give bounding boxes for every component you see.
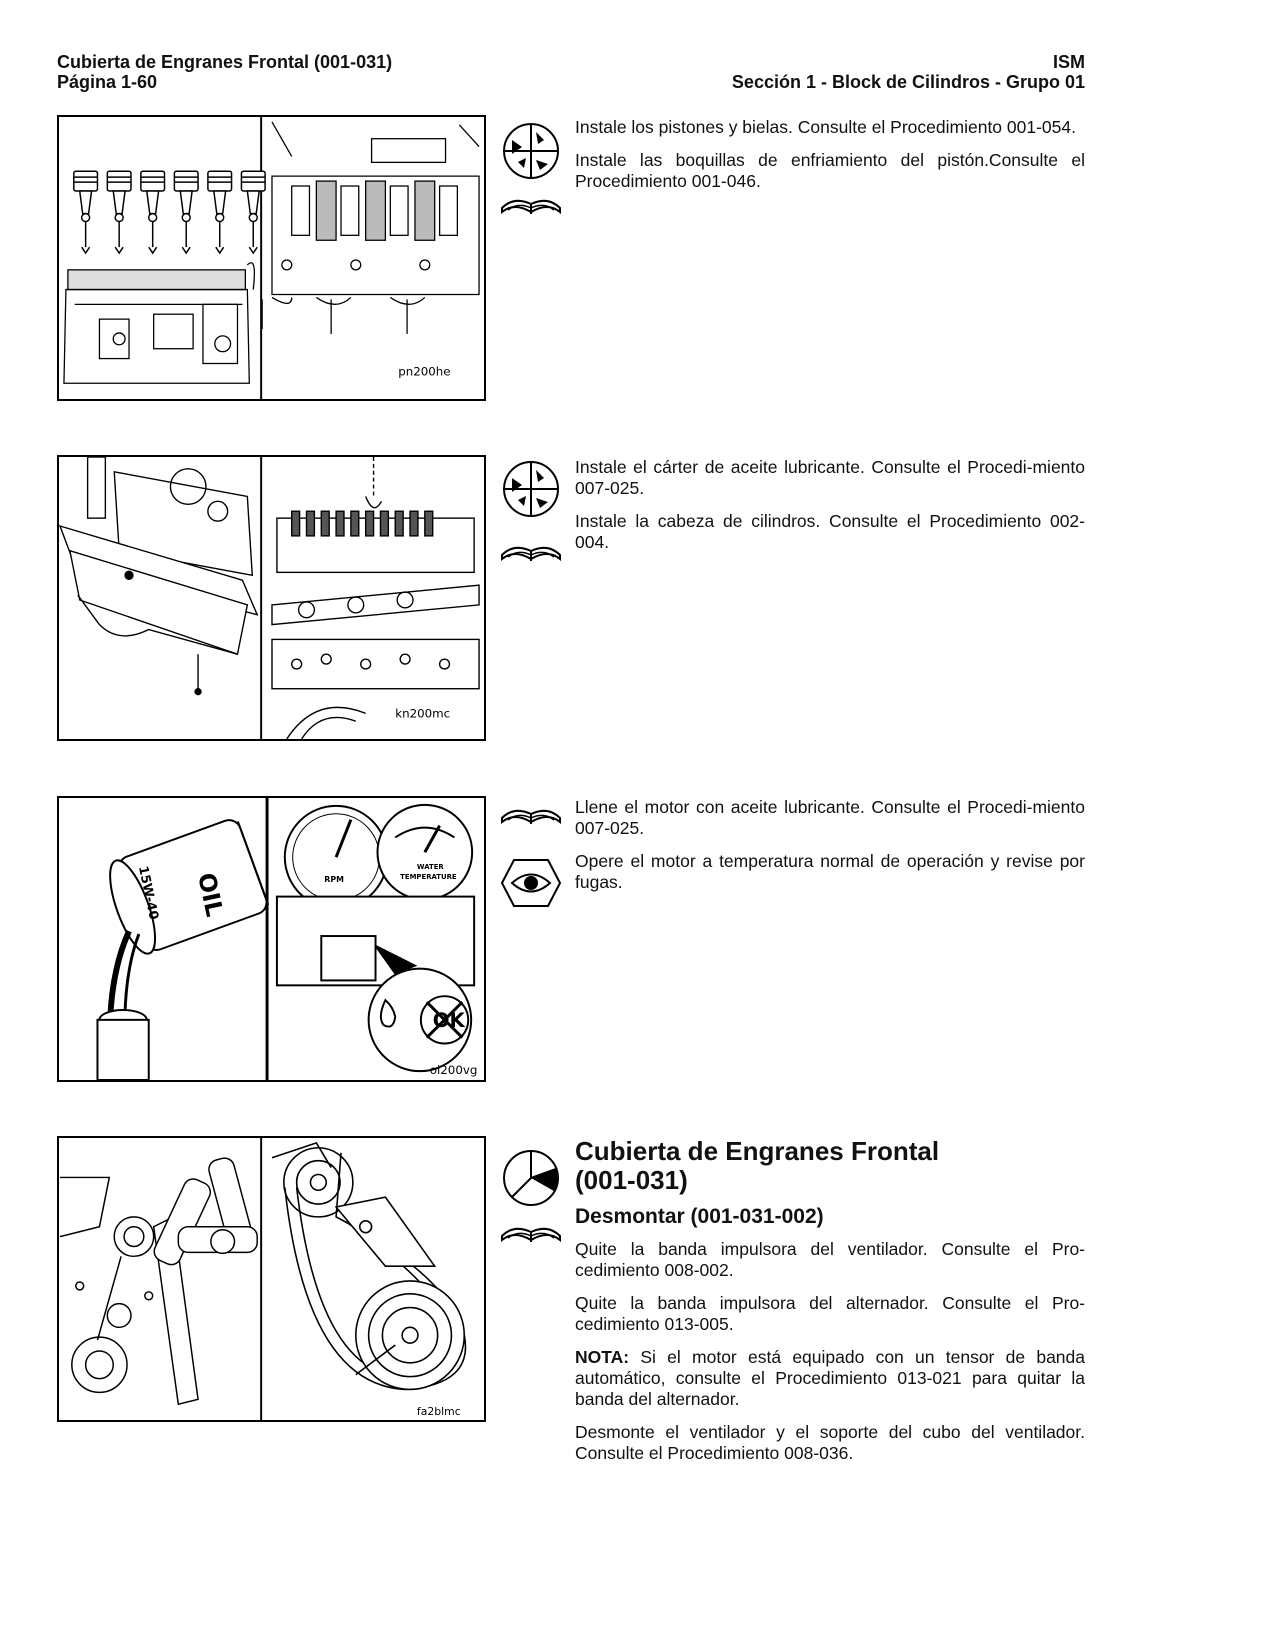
page-header-left: Cubierta de Engranes Frontal (001-031) P… <box>57 52 392 92</box>
manual-icon <box>500 190 562 220</box>
manual-icon <box>500 537 562 567</box>
belts-drawing: fa2blmc <box>59 1138 467 1420</box>
figure-code-fa2blmc: fa2blmc <box>417 1405 461 1418</box>
note-text: Si el motor está equipado con un tensor … <box>575 1347 1085 1409</box>
gauge-label-water: WATER <box>417 863 444 871</box>
tools-icon <box>500 120 562 182</box>
section-heading: Cubierta de Engranes Frontal (001-031) <box>575 1136 940 1195</box>
instruction-install-pistons: Instale los pistones y bielas. Consulte … <box>575 117 1076 137</box>
instruction-install-nozzles: Instale las boquillas de enfriamiento de… <box>575 150 1085 191</box>
instruction-remove-fan-belt: Quite la banda impulsora del ventilador.… <box>575 1239 1085 1280</box>
instructions-block-1: Instale los pistones y bielas. Consulte … <box>575 117 1085 204</box>
section-group: Sección 1 - Block de Cilindros - Grupo 0… <box>731 72 1085 92</box>
instruction-run-engine: Opere el motor a temperatura normal de o… <box>575 851 1085 892</box>
tools-icon <box>500 458 562 520</box>
note-paragraph: NOTA: Si el motor está equipado con un t… <box>575 1347 1085 1410</box>
fill-oil-drawing: OIL 15W-40 RPM WATER TEMPERATURE OK oi20… <box>96 798 478 1080</box>
figure-belts-illustration: fa2blmc <box>57 1136 486 1422</box>
figure-code-oi200vg: oi200vg <box>430 1063 478 1077</box>
figure-pistons-illustration: pn200he <box>57 115 486 401</box>
section-title-header: Cubierta de Engranes Frontal (001-031) <box>57 52 393 72</box>
instruction-install-oilpan: Instale el cárter de aceite lubricante. … <box>575 457 1085 498</box>
page-header-right: ISM Sección 1 - Block de Cilindros - Gru… <box>732 52 1085 92</box>
figure-fill-oil-illustration: OIL 15W-40 RPM WATER TEMPERATURE OK oi20… <box>57 796 486 1082</box>
instruction-remove-fan: Desmonte el ventilador y el soporte del … <box>575 1422 1085 1463</box>
page-number: Página 1-60 <box>57 72 158 92</box>
figure-oilpan-head-illustration: kn200mc <box>57 455 486 741</box>
gauge-label-rpm: RPM <box>324 875 344 884</box>
instructions-block-4: Cubierta de Engranes Frontal (001-031) D… <box>575 1137 1085 1476</box>
gauge-label-temperature: TEMPERATURE <box>400 873 457 881</box>
instructions-block-2: Instale el cárter de aceite lubricante. … <box>575 457 1085 565</box>
pie-chart-icon <box>500 1147 562 1209</box>
ok-check-label: OK <box>433 1009 466 1032</box>
instructions-block-3: Llene el motor con aceite lubricante. Co… <box>575 797 1085 905</box>
manual-icon <box>500 800 562 830</box>
instruction-install-head: Instale la cabeza de cilindros. Consulte… <box>575 511 1085 552</box>
figure-code-pn200he: pn200he <box>398 364 450 378</box>
eye-icon <box>500 858 562 908</box>
figure-code-kn200mc: kn200mc <box>395 706 450 720</box>
oilpan-head-drawing: kn200mc <box>59 457 480 739</box>
instruction-fill-oil: Llene el motor con aceite lubricante. Co… <box>575 797 1085 838</box>
manual-icon <box>500 1218 562 1248</box>
instruction-remove-alternator-belt: Quite la banda impulsora del alternador.… <box>575 1293 1085 1334</box>
subsection-heading: Desmontar (001-031-002) <box>575 1205 824 1228</box>
manual-name: ISM <box>1052 52 1085 72</box>
pistons-drawing: pn200he <box>63 117 480 399</box>
note-label: NOTA: <box>575 1347 630 1367</box>
